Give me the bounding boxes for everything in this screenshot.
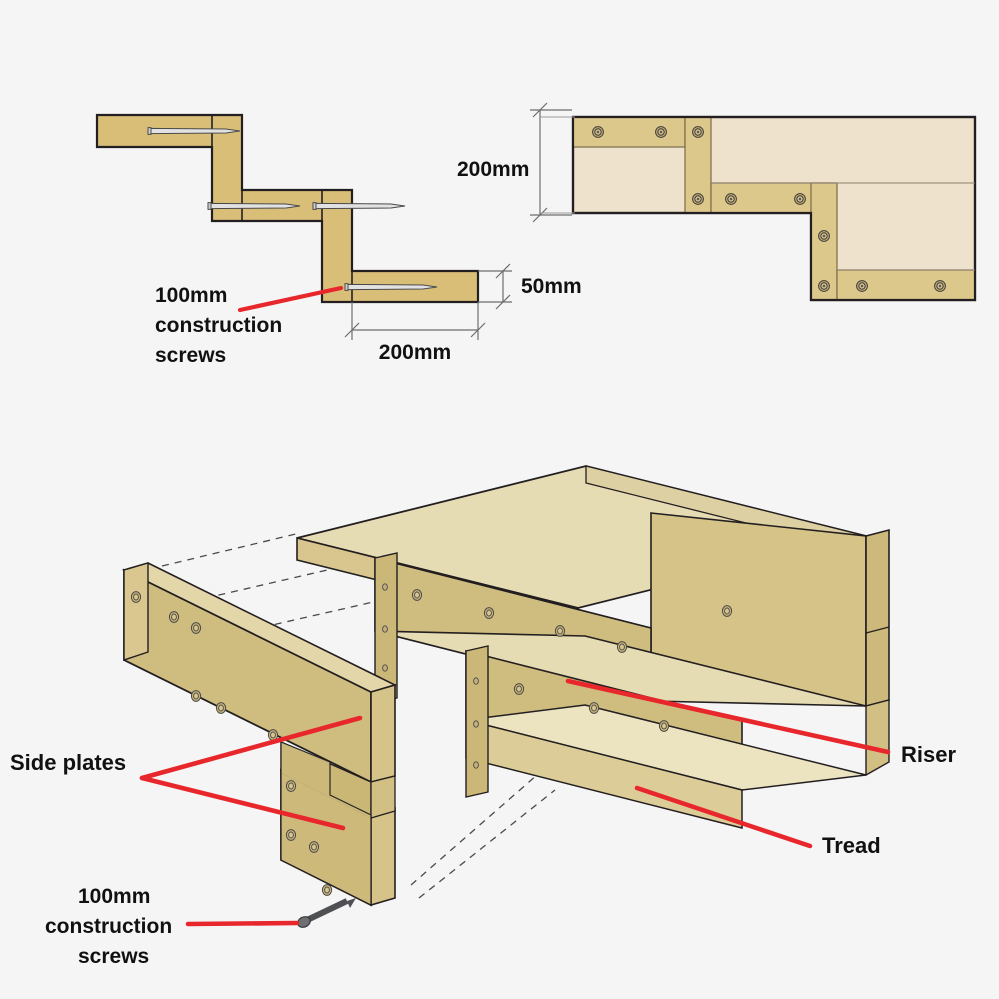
iso-screw-label-line2: construction [45,915,172,938]
tread-leader [634,785,813,849]
elevation-panel-lines [711,182,975,271]
iso-side-plate-upper-left-end [123,562,149,661]
riser-label: Riser [901,742,956,767]
iso-right-side-plate-split [865,626,890,634]
iso-right-side-plate [865,528,890,708]
iso-back-panel-screws [721,605,733,617]
isometric-view: Side plates Riser Tread 100mm constructi… [10,465,956,968]
elevation-view [540,115,977,302]
elevation-rise-extension [540,116,575,214]
section-screw-leader [237,285,344,313]
dimension-going-label: 200mm [379,341,451,364]
section-screw-label-line1: 100mm [155,284,227,307]
dimension-thickness-label: 50mm [521,275,582,298]
iso-side-plate-lower-end [370,806,396,907]
dimension-rise [530,102,572,223]
riser-leader [565,678,891,755]
side-plates-label: Side plates [10,750,126,775]
section-screw-label-line2: construction [155,314,282,337]
section-view: 200mm 50mm 200mm 100mm construction scre… [95,102,582,367]
iso-right-side-plate-lower [865,699,890,777]
iso-side-plate-drop-edge [370,775,396,819]
tread-label: Tread [822,833,881,858]
dimension-rise-label: 200mm [457,158,529,181]
iso-screw-label-line3: screws [78,945,149,968]
side-plates-leader [139,715,363,831]
iso-screw-leader [185,920,300,927]
dimension-thickness [478,263,512,310]
iso-side-plate-upper-end [370,683,396,784]
iso-screw-label-line1: 100mm [78,885,150,908]
iso-upper-riser-top-line [374,557,652,629]
section-screw-label-line3: screws [155,344,226,367]
dimension-going [344,302,486,340]
